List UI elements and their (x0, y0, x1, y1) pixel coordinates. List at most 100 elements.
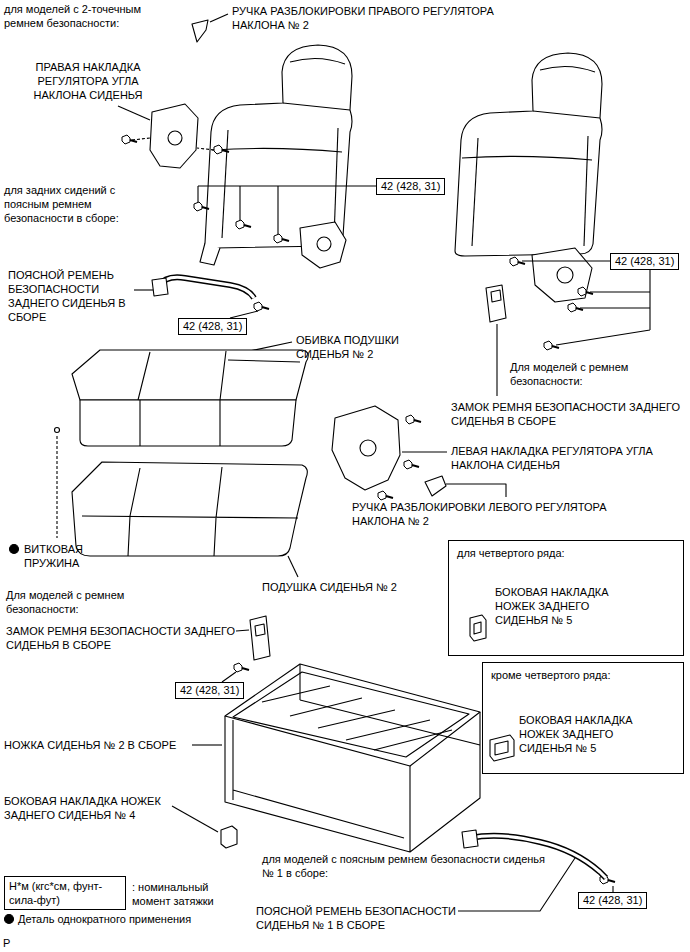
seat-cushion (72, 462, 307, 556)
right-buckle (491, 290, 501, 302)
side-cover-4 (221, 826, 237, 848)
leader-lines (192, 744, 222, 745)
right-recliner-cover (150, 20, 208, 168)
seatback-right (455, 53, 602, 256)
bolts (406, 415, 421, 424)
side-cover-5-icons (490, 735, 514, 761)
torque-spec-box: 42 (428, 31) (175, 682, 244, 699)
variant-box: кроме четвертого ряда: БОКОВАЯ НАКЛАДКА Н… (482, 662, 684, 774)
side-cover-5-icons (470, 615, 486, 641)
part-label: ВИТКОВАЯ ПРУЖИНА (24, 542, 114, 570)
box-text: 42 (428, 31) (180, 684, 239, 697)
seatback-left (200, 45, 352, 268)
side-cover-5-icons (495, 741, 508, 755)
box-text: 42 (428, 31) (381, 180, 440, 193)
bolts (214, 145, 229, 154)
seat-leg-frame (300, 664, 480, 745)
part-label: ПОДУШКА СИДЕНЬЯ № 2 (262, 580, 432, 594)
part-label: ПРАВАЯ НАКЛАДКА РЕГУЛЯТОРА УГЛА НАКЛОНА … (18, 60, 158, 102)
bolts (234, 663, 249, 672)
box-text: 42 (428, 31) (183, 320, 242, 333)
legend-spec-box: Н*м (кгс*см, фунт-сила-фут) (4, 876, 126, 910)
right-buckle (486, 285, 506, 322)
bolts (510, 257, 525, 266)
legend-text: : номинальный момент затяжки (132, 880, 242, 908)
left-recliner-cover (425, 476, 446, 496)
part-label: ПОЯСНОЙ РЕМЕНЬ БЕЗОПАСНОСТИ СИДЕНЬЯ № 1 … (256, 904, 471, 932)
seatback-right (455, 53, 602, 302)
page-code: P (3, 936, 23, 950)
seatback-right (557, 267, 573, 283)
leader-lines (222, 672, 236, 682)
single-use-dots (5, 545, 19, 924)
cushion-cover (55, 428, 60, 433)
seat-leg-frame (233, 672, 469, 757)
left-recliner-cover (332, 406, 400, 490)
left-recliner-cover (360, 440, 376, 456)
leader-lines (172, 806, 218, 832)
leader-lines (402, 451, 447, 452)
left-buckle (250, 616, 270, 660)
leader-lines (446, 484, 506, 497)
part-label: ЗАМОК РЕМНЯ БЕЗОПАСНОСТИ ЗАДНЕГО СИДЕНЬЯ… (6, 624, 242, 652)
seat-cushion (72, 462, 307, 556)
torque-spec-box: 42 (428, 31) (578, 892, 647, 909)
condition-note: Для моделей с ремнем безопасности: (6, 588, 156, 616)
condition-note: для задних сидений с поясным ремнем безо… (4, 183, 122, 225)
part-label: ПОЯСНОЙ РЕМЕНЬ БЕЗОПАСНОСТИ ЗАДНЕГО СИДЕ… (8, 268, 133, 324)
seatback-right (532, 248, 592, 302)
rear-lap-belt (152, 278, 168, 296)
bolts (194, 202, 209, 211)
part-label: ЗАМОК РЕМНЯ БЕЗОПАСНОСТИ ЗАДНЕГО СИДЕНЬЯ… (451, 400, 687, 428)
box-text: Н*м (кгс*см, фунт-сила-фут) (9, 879, 121, 907)
side-cover-5-icons (474, 622, 481, 634)
part-label: БОКОВАЯ НАКЛАДКА НОЖЕК ЗАДНЕГО СИДЕНЬЯ №… (495, 585, 635, 627)
side-cover-4 (221, 826, 237, 848)
condition-note: Для моделей с ремнем безопасности: (510, 360, 645, 388)
leader-lines (522, 261, 650, 345)
left-buckle (250, 616, 270, 660)
part-label: ЛЕВАЯ НАКЛАДКА РЕГУЛЯТОРА УГЛА НАКЛОНА С… (451, 444, 687, 472)
leader-lines (56, 436, 57, 538)
leader-lines (230, 311, 258, 318)
variant-heading: кроме четвертого ряда: (491, 668, 675, 682)
box-text: 42 (428, 31) (615, 255, 674, 268)
right-recliner-cover (150, 104, 198, 168)
torque-spec-box: 42 (428, 31) (178, 318, 247, 335)
condition-note: для моделей с поясным ремнем безопасност… (262, 852, 552, 880)
seat-leg-frame (225, 664, 480, 766)
leader-lines (288, 556, 298, 577)
bolts (274, 234, 289, 243)
part-label: РУЧКА РАЗБЛОКИРОВКИ ПРАВОГО РЕГУЛЯТОРА Н… (232, 4, 532, 32)
rear-lap-belt (152, 277, 254, 298)
right-buckle (486, 285, 506, 322)
leader-lines (198, 186, 376, 235)
cushion-cover (55, 350, 309, 446)
leader-lines (57, 14, 650, 911)
cushion-cover (80, 400, 296, 446)
part-label: БОКОВАЯ НАКЛАДКА НОЖЕК ЗАДНЕГО СИДЕНЬЯ №… (519, 713, 659, 755)
single-use-dots (10, 545, 19, 554)
rear-lap-belt (160, 277, 254, 298)
bolts (378, 491, 393, 500)
leader-lines (236, 630, 249, 631)
part-label: ОБИВКА ПОДУШКИ СИДЕНЬЯ № 2 (296, 333, 436, 361)
side-cover-5-icons (470, 615, 514, 761)
torque-spec-box: 42 (428, 31) (376, 178, 445, 195)
left-recliner-cover (332, 406, 446, 496)
bolts (122, 135, 137, 144)
front-lap-belt (462, 830, 478, 848)
right-recliner-cover (168, 131, 182, 145)
leader-lines (458, 858, 575, 911)
bolts (404, 460, 419, 469)
rear-lap-belt (160, 277, 254, 298)
variant-box: для четвертого ряда:БОКОВАЯ НАКЛАДКА НОЖ… (448, 540, 684, 656)
torque-spec-box: 42 (428, 31) (610, 253, 679, 270)
seat-leg-frame (225, 664, 480, 852)
seat-leg-frame (262, 686, 452, 750)
legend-text: Деталь однократного применения (18, 912, 238, 926)
part-label: РУЧКА РАЗБЛОКИРОВКИ ЛЕВОГО РЕГУЛЯТОРА НА… (352, 500, 652, 528)
bolts (578, 287, 593, 296)
part-label: НОЖКА СИДЕНЬЯ № 2 В СБОРЕ (4, 738, 190, 752)
